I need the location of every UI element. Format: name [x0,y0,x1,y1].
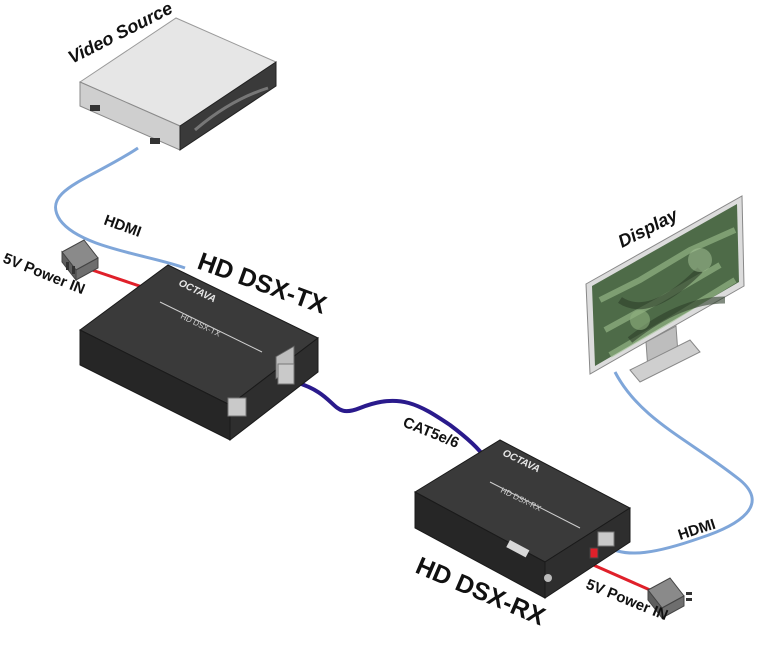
display-monitor [585,195,745,383]
cat-cable [294,380,487,460]
hd-dsx-tx-device [79,264,319,442]
hdmi-cable-top [54,146,186,270]
power-adapter-icon [61,239,99,282]
hdmi-top-label: HDMI [102,212,144,241]
hd-dsx-rx-device [413,439,631,599]
power-adapter-icon [647,577,692,620]
video-source-device [78,17,278,151]
hdmi-cable-right [604,371,754,555]
cat-label: CAT5e/6 [401,414,462,452]
